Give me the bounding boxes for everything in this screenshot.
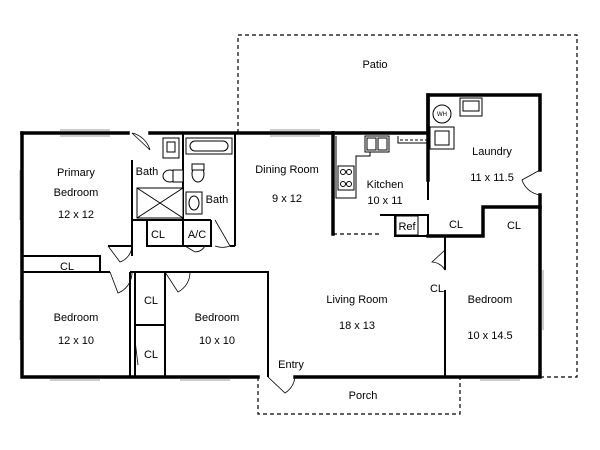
patio-label: Patio bbox=[362, 59, 387, 71]
closet-bath-label: CL bbox=[151, 229, 165, 241]
refrigerator-icon: Ref bbox=[395, 215, 419, 236]
entry-label: Entry bbox=[278, 359, 304, 371]
bath2-label: Bath bbox=[206, 194, 229, 206]
closet-primary-label: CL bbox=[60, 261, 74, 273]
bedroom-left-size: 12 x 10 bbox=[58, 335, 94, 347]
bedroom-mid-size: 10 x 10 bbox=[199, 335, 235, 347]
bath2-fixtures bbox=[185, 137, 233, 215]
dining-room-size: 9 x 12 bbox=[272, 193, 302, 205]
laundry-label: Laundry bbox=[472, 146, 512, 158]
bedroom-left-label: Bedroom bbox=[54, 312, 99, 324]
bedroom-mid-label: Bedroom bbox=[195, 312, 240, 324]
stove-icon bbox=[337, 165, 355, 191]
closet-kitchen-label: CL bbox=[449, 219, 463, 231]
windows bbox=[19, 129, 544, 381]
dining-room-label: Dining Room bbox=[255, 164, 319, 176]
living-room-label: Living Room bbox=[326, 294, 387, 306]
primary-bedroom-size: 12 x 12 bbox=[58, 209, 94, 221]
closet-lower-label: CL bbox=[144, 349, 158, 361]
ac-label: A/C bbox=[188, 229, 206, 241]
kitchen-size: 10 x 11 bbox=[367, 195, 402, 207]
bedroom-right-label: Bedroom bbox=[468, 294, 513, 306]
kitchen-label: Kitchen bbox=[367, 179, 404, 191]
exterior-walls bbox=[20, 93, 542, 379]
closet-upper-label: CL bbox=[144, 295, 158, 307]
water-heater-label: WH bbox=[437, 112, 447, 118]
porch-label: Porch bbox=[349, 390, 378, 402]
primary-bedroom-label-line2: Bedroom bbox=[54, 187, 99, 199]
primary-bedroom-label-line1: Primary bbox=[57, 167, 95, 179]
bath1-label: Bath bbox=[136, 166, 159, 178]
doors bbox=[107, 132, 541, 394]
laundry-appliances: WH bbox=[429, 97, 483, 150]
closet-living-label: CL bbox=[430, 283, 444, 295]
living-room-size: 18 x 13 bbox=[339, 320, 375, 332]
kitchen-counters bbox=[335, 135, 428, 199]
bedroom-right-size: 10 x 14.5 bbox=[467, 330, 512, 342]
patio-outline bbox=[237, 34, 578, 378]
interior-walls bbox=[22, 133, 484, 377]
bath1-fixtures bbox=[136, 137, 184, 219]
sink-icon bbox=[185, 191, 203, 215]
closet-laundry-label: CL bbox=[507, 220, 521, 232]
refrigerator-label: Ref bbox=[398, 221, 416, 233]
laundry-size: 11 x 11.5 bbox=[470, 172, 514, 184]
